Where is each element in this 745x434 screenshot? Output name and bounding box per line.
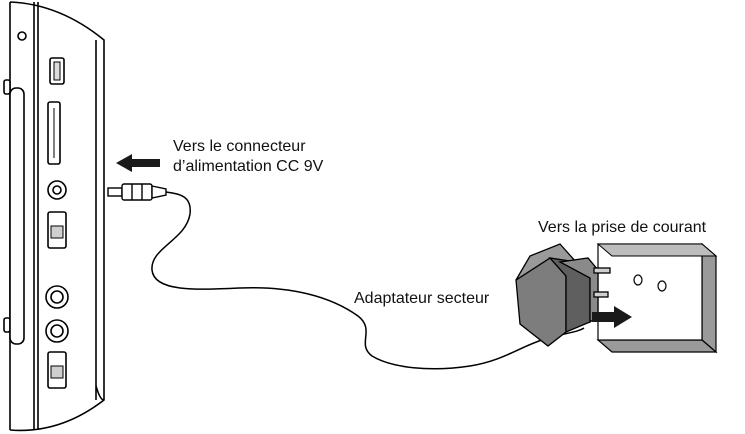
wall-plate-side xyxy=(701,242,717,354)
wall-plate-bottom xyxy=(596,339,718,353)
wall-plate-frame xyxy=(596,243,718,257)
label-power-adapter: Adaptateur secteur xyxy=(354,290,490,307)
side-edge-strip xyxy=(9,87,25,345)
portable-player-side-view xyxy=(3,1,105,432)
audio-jack-2-inner xyxy=(50,324,64,338)
adapter-prong-bottom xyxy=(593,291,609,298)
audio-jack-1-inner xyxy=(50,290,64,304)
power-adapter xyxy=(515,243,611,347)
side-bump-bottom xyxy=(3,317,11,333)
wall-outlet xyxy=(596,242,718,354)
label-wall-outlet: Vers la prise de courant xyxy=(538,219,707,236)
label-dc-connector-line2: d’alimentation CC 9V xyxy=(173,158,324,175)
power-cable xyxy=(151,191,585,370)
dc-plug-strain-relief xyxy=(151,185,167,199)
dc-input-jack-inner xyxy=(52,185,62,195)
side-bump-top xyxy=(3,79,11,95)
slide-switch-top-knob xyxy=(50,225,64,239)
arrow-to-outlet-icon xyxy=(592,306,632,328)
socket-hole-right xyxy=(657,280,667,292)
usb-port-inner xyxy=(53,61,61,81)
arrow-to-device-icon xyxy=(116,154,160,172)
dc-plug xyxy=(107,183,167,201)
dc-plug-tip xyxy=(107,187,123,197)
dc-plug-body xyxy=(121,183,153,201)
wall-plate-face xyxy=(597,243,703,341)
label-dc-connector-line1: Vers le connecteur xyxy=(173,138,306,155)
screw-dot xyxy=(17,31,27,41)
label-dc-connector: Vers le connecteur d’alimentation CC 9V xyxy=(173,137,323,177)
adapter-top xyxy=(515,243,578,281)
slide-switch-bottom-knob xyxy=(50,365,64,379)
adapter-prong-top xyxy=(593,267,611,274)
bottom-corner-detail xyxy=(95,385,105,401)
socket-hole-left xyxy=(633,274,643,286)
